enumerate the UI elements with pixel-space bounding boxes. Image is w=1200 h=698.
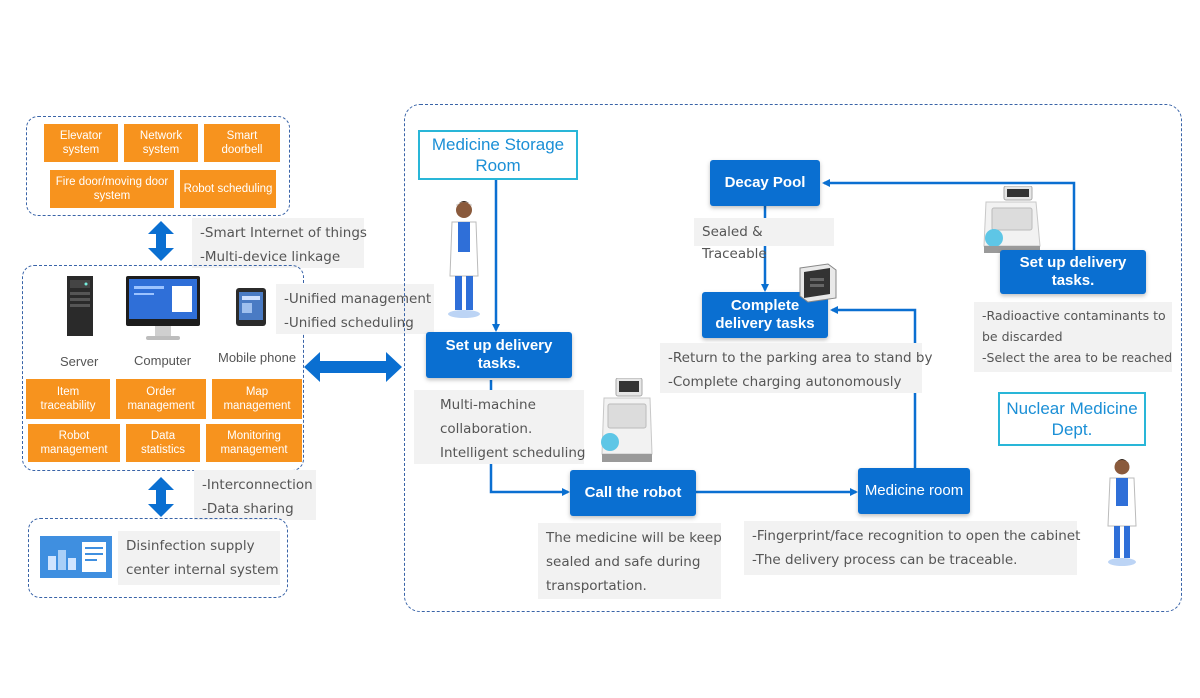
set-up-delivery-tasks-box: Set up delivery tasks. bbox=[426, 332, 572, 378]
charging-station-icon bbox=[799, 263, 837, 303]
function-order-management: Order management bbox=[116, 379, 206, 419]
computer-icon bbox=[126, 276, 200, 340]
medicine-storage-room-box: Medicine Storage Room bbox=[418, 130, 578, 180]
medicine-room-notes: -Fingerprint/face recognition to open th… bbox=[744, 521, 1080, 575]
function-data-statistics: Data statistics bbox=[126, 424, 200, 462]
delivery-robot-icon-2 bbox=[983, 186, 1041, 253]
subsystem-elevator: Elevator system bbox=[44, 124, 118, 162]
function-robot-management: Robot management bbox=[28, 424, 120, 462]
disinfection-group bbox=[28, 518, 288, 598]
double-arrow-vertical-2 bbox=[148, 477, 174, 517]
doctor-icon-2 bbox=[1107, 459, 1137, 566]
platform-group bbox=[22, 265, 304, 471]
nuclear-medicine-dept-box: Nuclear Medicine Dept. bbox=[998, 392, 1146, 446]
function-item-traceability: Item traceability bbox=[26, 379, 110, 419]
medicine-room-box: Medicine room bbox=[858, 468, 970, 514]
set-up-delivery-tasks-box-2: Set up delivery tasks. bbox=[1000, 250, 1146, 294]
complete-delivery-tasks-box: Complete delivery tasks bbox=[702, 292, 828, 338]
decay-pool-box: Decay Pool bbox=[710, 160, 820, 206]
function-monitoring-management: Monitoring management bbox=[206, 424, 302, 462]
delivery-flow-group bbox=[404, 104, 1182, 612]
subsystem-robot-scheduling: Robot scheduling bbox=[180, 170, 276, 208]
double-arrow-vertical-1 bbox=[148, 221, 174, 261]
device-label-mobile-phone: Mobile phone bbox=[218, 350, 297, 365]
subsystem-doorbell: Smart doorbell bbox=[204, 124, 280, 162]
disinfection-system-icon bbox=[40, 536, 112, 578]
function-map-management: Map management bbox=[212, 379, 302, 419]
double-arrow-horizontal bbox=[304, 352, 402, 382]
delivery-robot-icon bbox=[601, 378, 653, 462]
device-label-server: Server bbox=[60, 354, 99, 369]
device-label-computer: Computer bbox=[134, 353, 192, 368]
decay-pool-note: Sealed & Traceable bbox=[694, 218, 834, 262]
call-the-robot-box: Call the robot bbox=[570, 470, 696, 516]
note-interconnection: -Interconnection-Data sharing bbox=[194, 470, 316, 520]
complete-notes: -Return to the parking area to stand by-… bbox=[660, 343, 932, 393]
mobile-phone-icon bbox=[236, 288, 266, 326]
server-icon bbox=[67, 276, 93, 336]
subsystem-network: Network system bbox=[124, 124, 198, 162]
note-iot: -Smart Internet of things-Multi-device l… bbox=[192, 218, 367, 268]
subsystem-fire-door: Fire door/moving door system bbox=[50, 170, 174, 208]
doctor-icon bbox=[448, 201, 480, 318]
note-unified: -Unified management-Unified scheduling bbox=[276, 284, 434, 334]
subsystems-group bbox=[26, 116, 290, 216]
